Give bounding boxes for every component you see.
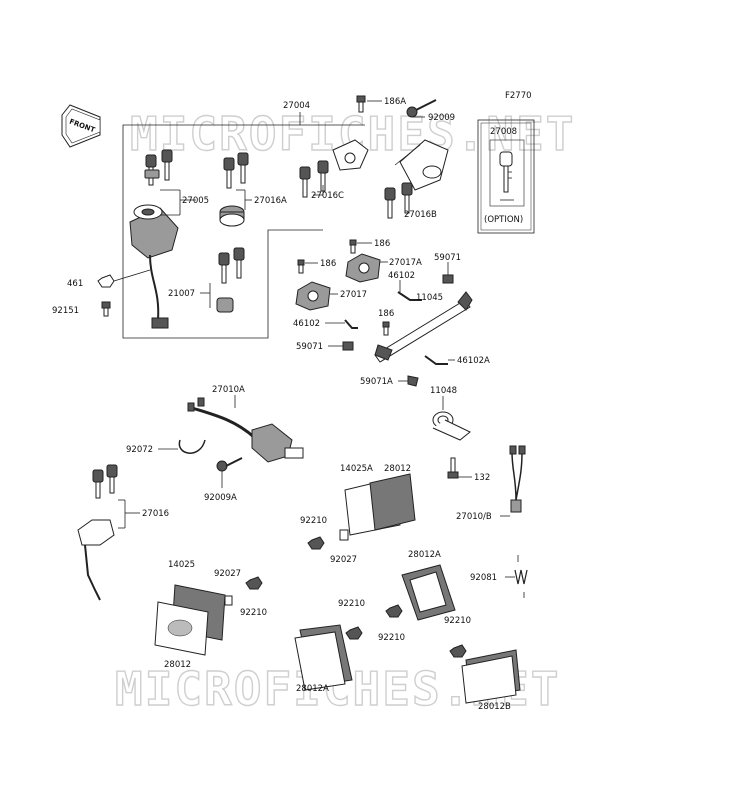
reflector-28012A-icon — [401, 564, 456, 621]
label-92210-c: 92210 — [378, 633, 405, 643]
ignition-switch-icon — [129, 204, 179, 329]
label-46102-a: 46102 — [388, 271, 415, 281]
label-27008: 27008 — [490, 127, 517, 137]
bolt-186A-icon — [356, 95, 366, 113]
label-27016B: 27016B — [404, 210, 437, 220]
label-186-b: 186 — [320, 259, 336, 269]
bolt-186-b-icon — [297, 259, 305, 274]
holder-27017A-icon — [345, 253, 381, 283]
label-132: 132 — [474, 473, 490, 483]
label-21007: 21007 — [168, 289, 195, 299]
key-set-27016B-icon — [384, 182, 413, 219]
label-28012A: 28012A — [408, 550, 441, 560]
label-27010B: 27010/B — [456, 512, 492, 522]
nut-92210-a-icon — [307, 536, 325, 550]
label-92210-a: 92210 — [300, 516, 327, 526]
bracket-46102A-icon — [424, 355, 448, 365]
label-92210-e: 92210 — [444, 616, 471, 626]
label-28012A-2: 28012A — [296, 684, 329, 694]
label-28012-a: 28012 — [384, 464, 411, 474]
front-arrow-icon: FRONT — [61, 104, 101, 148]
option-box — [477, 119, 535, 234]
clip-59071A-icon — [407, 375, 419, 387]
band-92072-icon — [178, 439, 206, 454]
label-27017: 27017 — [340, 290, 367, 300]
label-59071-a: 59071 — [434, 253, 461, 263]
label-186A: 186A — [384, 97, 406, 107]
label-46102A: 46102A — [457, 356, 490, 366]
label-461: 461 — [67, 279, 83, 289]
reflector-14025-icon — [154, 584, 226, 656]
sensor-27010B-icon — [509, 445, 526, 513]
label-92210-b: 92210 — [240, 608, 267, 618]
label-27016A: 27016A — [254, 196, 287, 206]
collar-92027-b-icon — [224, 595, 233, 606]
screw-92009A-icon — [216, 457, 243, 472]
label-92009A: 92009A — [204, 493, 237, 503]
label-92072: 92072 — [126, 445, 153, 455]
holder-27017-icon — [295, 281, 331, 311]
switch-27010A-icon — [187, 397, 304, 463]
reflector-28012B-icon — [461, 649, 521, 704]
nut-92210-e-icon — [449, 644, 467, 658]
label-14025: 14025 — [168, 560, 195, 570]
label-46102-b: 46102 — [293, 319, 320, 329]
label-27005: 27005 — [182, 196, 209, 206]
key-set-27016-icon — [77, 464, 118, 601]
nut-92210-b-icon — [245, 576, 263, 590]
label-27016: 27016 — [142, 509, 169, 519]
assembly-box-27004 — [122, 124, 323, 339]
label-59071A: 59071A — [360, 377, 393, 387]
reflector-28012A-bottom-icon — [294, 624, 353, 691]
label-11048: 11048 — [430, 386, 457, 396]
label-92151: 92151 — [52, 306, 79, 316]
bracket-46102-a-icon — [397, 291, 422, 301]
label-27016C: 27016C — [311, 191, 344, 201]
label-14025A: 14025A — [340, 464, 373, 474]
bracket-11048-icon — [432, 411, 471, 441]
label-11045: 11045 — [416, 293, 443, 303]
bolt-186-c-icon — [382, 321, 390, 336]
nut-92210-d-icon — [345, 626, 363, 640]
helmet-lock-27016B-icon — [394, 139, 449, 191]
cylinder-21007-icon — [216, 297, 234, 313]
label-59071-b: 59071 — [296, 342, 323, 352]
seat-lock-27016C-icon — [332, 139, 369, 171]
label-27004: 27004 — [283, 101, 310, 111]
label-27017A: 27017A — [389, 258, 422, 268]
label-28012B: 28012B — [478, 702, 511, 712]
reflector-28012-icon — [344, 473, 416, 536]
clip-59071-a-icon — [442, 274, 454, 284]
label-186-c: 186 — [378, 309, 394, 319]
figure-id: F2770 — [505, 91, 532, 101]
label-92081: 92081 — [470, 573, 497, 583]
bolt-132-icon — [447, 457, 459, 479]
spring-92081-icon — [505, 555, 528, 598]
option-key-icon — [499, 151, 514, 201]
key-set-21007-icon — [218, 247, 245, 284]
key-set-27005-icon — [144, 149, 173, 186]
key-set-27016C-icon — [299, 160, 329, 198]
clip-59071-b-icon — [342, 341, 354, 351]
label-186-a: 186 — [374, 239, 390, 249]
label-92009: 92009 — [428, 113, 455, 123]
option-label: (OPTION) — [484, 215, 523, 225]
label-92027-b: 92027 — [214, 569, 241, 579]
rod-11045-icon — [374, 291, 473, 363]
nut-92210-c-icon — [385, 604, 403, 618]
label-92210-d: 92210 — [338, 599, 365, 609]
lock-cylinder-27016A-icon — [219, 205, 245, 227]
key-set-27016A-icon — [223, 152, 249, 189]
bolt-186-a-icon — [349, 239, 357, 254]
nut-461-icon — [97, 274, 115, 288]
label-92027-a: 92027 — [330, 555, 357, 565]
collar-92027-a-icon — [339, 529, 349, 541]
label-27010A: 27010A — [212, 385, 245, 395]
bolt-92151-icon — [101, 301, 111, 317]
bracket-46102-b-icon — [344, 319, 358, 329]
label-28012-b: 28012 — [164, 660, 191, 670]
